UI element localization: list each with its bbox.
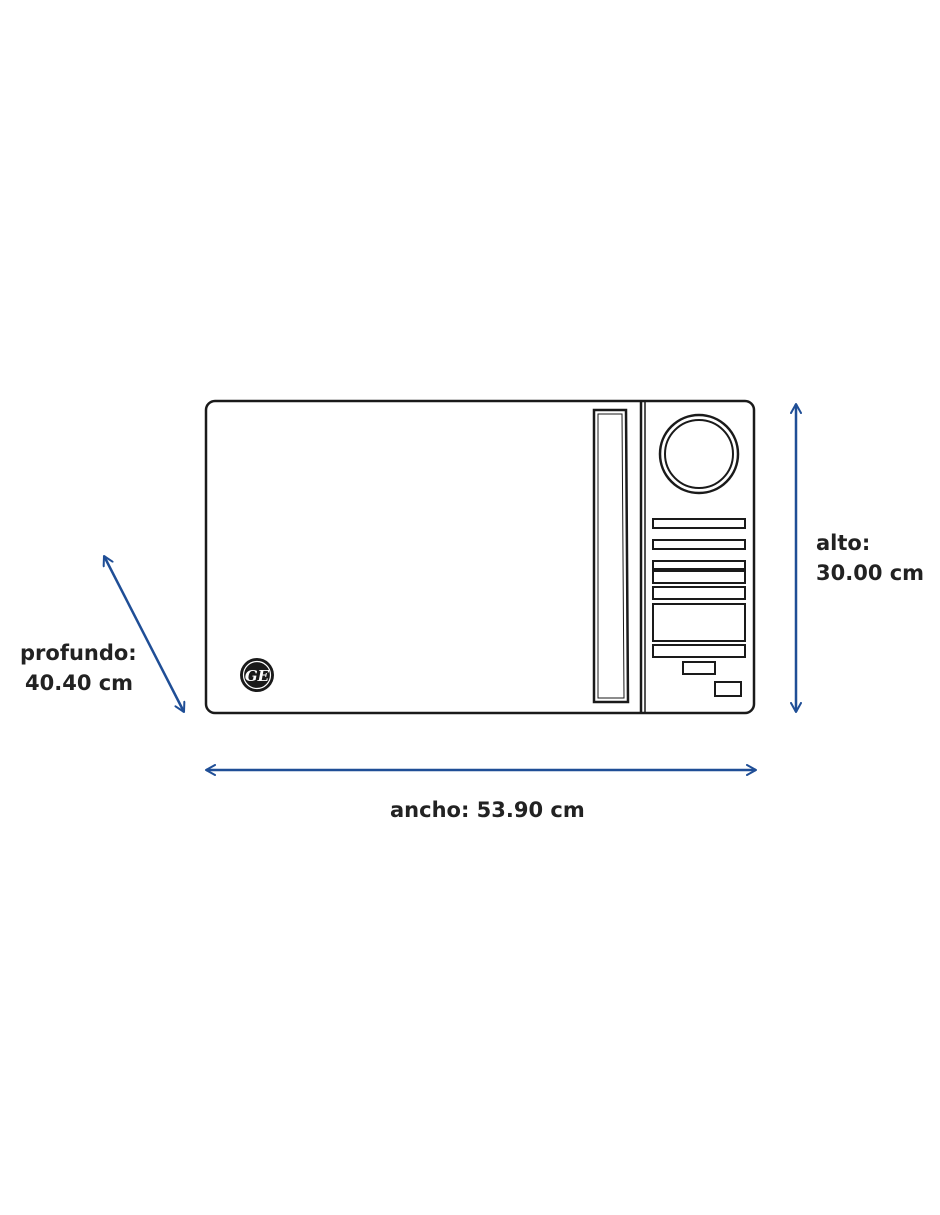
depth-label: profundo: 40.40 cm [20, 638, 137, 698]
ge-logo-text: GE [245, 667, 270, 685]
panel-button-2 [652, 539, 746, 550]
panel-display [652, 603, 746, 642]
ge-logo-icon: GE [240, 658, 274, 692]
panel-button-3 [652, 560, 746, 570]
panel-small-button-1 [682, 661, 716, 675]
knob-inner-ring [664, 419, 734, 489]
panel-button-4 [652, 570, 746, 584]
width-label: ancho: 53.90 cm [390, 795, 585, 825]
height-label-value: 30.00 cm [816, 561, 925, 585]
panel-button-5 [652, 586, 746, 600]
depth-label-value: 40.40 cm [25, 671, 134, 695]
microwave-outline [204, 399, 756, 715]
panel-button-6 [652, 644, 746, 658]
height-label: alto: 30.00 cm [816, 528, 924, 588]
panel-button-1 [652, 518, 746, 529]
control-buttons [652, 518, 746, 697]
depth-label-name: profundo: [20, 641, 137, 665]
microwave-body [204, 399, 756, 715]
knob-outer-ring [658, 413, 740, 495]
door-handle-inner [597, 413, 625, 699]
width-label-value: 53.90 cm [476, 798, 585, 822]
door-handle [592, 408, 630, 704]
control-knob [658, 413, 740, 495]
height-label-name: alto: [816, 531, 871, 555]
panel-small-button-2 [714, 681, 742, 697]
width-label-name: ancho: [390, 798, 470, 822]
depth-arrow [102, 555, 186, 713]
